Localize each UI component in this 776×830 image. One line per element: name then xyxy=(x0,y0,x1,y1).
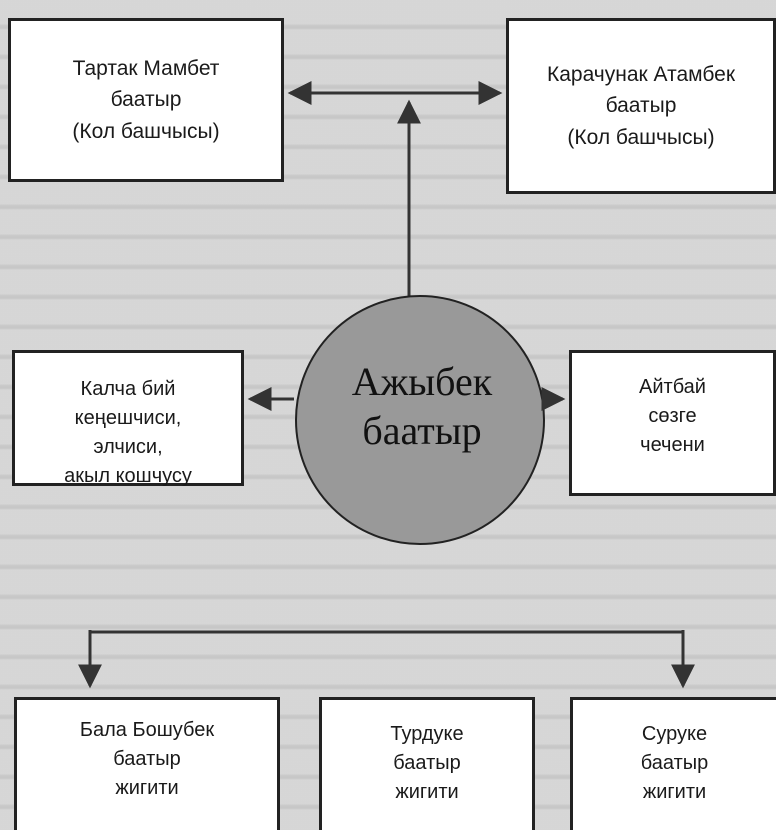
box-suruke: Суруке баатыр жигити xyxy=(570,697,776,830)
box-text-line: (Кол башчысы) xyxy=(567,125,715,149)
box-text-line: баатыр xyxy=(113,748,181,770)
box-text-line: Карачунак Атамбек xyxy=(546,62,735,86)
box-text-line: (Кол башчысы) xyxy=(72,119,220,143)
box-text-line: сөзге xyxy=(648,405,697,427)
box-bala-boshubek: Бала Бошубек баатыр жигити xyxy=(14,697,280,830)
box-text-line: чечени xyxy=(640,434,705,456)
center-label-line2: баатыр xyxy=(362,407,482,453)
box-text-line: Суруке xyxy=(641,723,708,745)
box-turduke: Турдуке баатыр жигити xyxy=(319,697,535,830)
box-text-line: Айтбай xyxy=(639,376,706,398)
box-text-line: Тартак Мамбет xyxy=(72,56,220,80)
center-label: Ажыбек баатыр xyxy=(300,358,544,456)
box-aytbay: Айтбай сөзге чечени xyxy=(569,350,776,496)
center-label-line1: Ажыбек xyxy=(351,359,493,404)
box-text-line: жигити xyxy=(115,777,179,799)
box-text-line: элчиси, xyxy=(93,436,163,458)
box-tartak-mambet: Тартак Мамбет баатыр (Кол башчысы) xyxy=(8,18,284,182)
box-text-line: баатыр xyxy=(605,94,677,118)
box-text-line: кеңешчиси, xyxy=(74,407,182,429)
box-text-line: жигити xyxy=(395,781,459,803)
box-karachunak-atambek: Карачунак Атамбек баатыр (Кол башчысы) xyxy=(506,18,776,194)
box-text-line: акыл кошчусу xyxy=(64,465,192,487)
box-text-line: баатыр xyxy=(110,88,182,112)
box-text-line: Турдуке xyxy=(390,723,464,745)
box-text-line: Калча бий xyxy=(80,378,176,400)
box-text-line: жигити xyxy=(642,781,707,803)
center-circle xyxy=(295,295,545,545)
box-text-line: баатыр xyxy=(640,752,709,774)
box-text-line: баатыр xyxy=(393,752,461,774)
box-text-line: Бала Бошубек xyxy=(79,719,215,741)
box-kalcha-biy: Калча бий кеңешчиси, элчиси, акыл кошчус… xyxy=(12,350,244,487)
